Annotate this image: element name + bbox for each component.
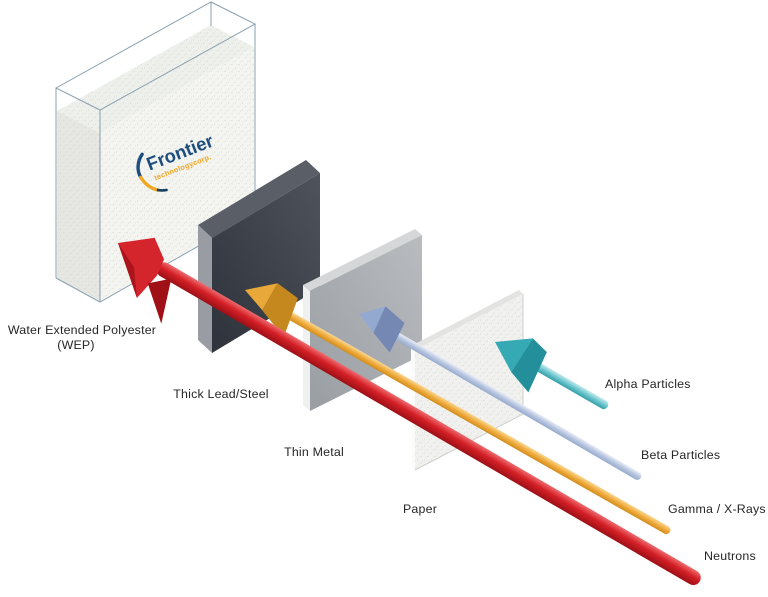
logo-swoosh-blue [136,152,144,180]
wep-label-line2: (WEP) [57,338,94,352]
thick-lead-steel-label: Thick Lead/Steel [173,387,269,401]
gamma-xrays-arrow [245,283,671,535]
wep-block-left-speckle [57,111,100,301]
beta-particles-arrow [359,306,642,480]
logo-swoosh-orange [139,175,160,192]
wep-block-front-speckle [100,47,254,301]
paper-top-face [411,290,523,350]
alpha-particles-label: Alpha Particles [605,377,691,391]
alpha-arrowhead-shade [511,338,547,393]
neutrons-arrow [118,237,701,586]
gamma-beam [273,304,671,535]
thin-metal-label: Thin Metal [284,445,344,459]
gamma-arrowhead-shade [262,283,298,338]
neutrons-label: Neutrons [704,549,756,563]
lead-top-face [198,160,320,238]
logo-swoosh-tail [156,188,168,192]
beta-beam [382,326,642,480]
wep-label-line1: Water Extended Polyester [8,323,156,337]
neutrons-arrowhead [118,237,165,298]
neutrons-arrowhead-fin [147,278,172,324]
alpha-particles-arrow [495,338,609,410]
beta-arrowhead-shade [373,306,405,353]
thin-metal-top-face [303,229,422,291]
wep-block: Frontier technologycorp. [54,1,257,303]
neutrons-beam [156,262,701,586]
alpha-arrowhead [495,338,533,373]
alpha-beam [525,357,609,410]
gamma-arrowhead [245,283,278,311]
beta-particles-label: Beta Particles [641,448,720,462]
paper-label: Paper [403,502,437,516]
beta-arrowhead [359,306,386,333]
wep-container-wireframe [54,1,257,303]
gamma-xrays-label: Gamma / X-Rays [668,502,766,516]
